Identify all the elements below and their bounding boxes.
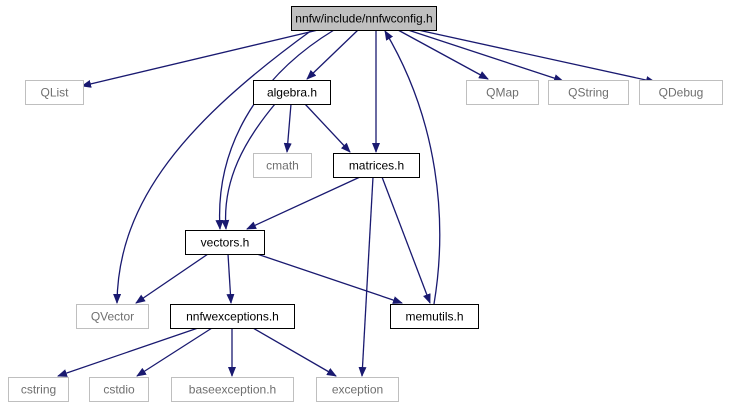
node-cstdio-label: cstdio [103,383,135,397]
node-qdebug-label: QDebug [659,86,704,100]
node-qdebug: QDebug [639,80,723,105]
node-memutils[interactable]: memutils.h [390,304,479,329]
edge-memutils-to-nnfwconfig [384,30,441,305]
node-nnfwexceptions-box [170,304,295,329]
node-nnfwconfig-box [291,6,437,31]
node-algebra[interactable]: algebra.h [253,80,331,105]
edge-nnfwexceptions-to-cstring [57,327,199,377]
node-algebra-box [253,80,331,105]
node-cstdio: cstdio [89,377,149,402]
node-vectors-label: vectors.h [201,236,250,250]
node-baseexception-label: baseexception.h [189,383,276,397]
node-memutils-box [390,304,479,329]
node-nnfwconfig[interactable]: nnfw/include/nnfwconfig.h [291,6,437,31]
node-qstring-box [548,80,629,105]
node-qstring-label: QString [568,86,609,100]
node-cstring-label: cstring [21,383,56,397]
node-qmap-label: QMap [486,86,519,100]
edge-nnfwconfig-to-algebra [306,29,359,80]
node-qvector: QVector [76,304,149,329]
edge-algebra-to-cmath [283,103,292,153]
node-qvector-label: QVector [91,310,134,324]
node-nnfwexceptions[interactable]: nnfwexceptions.h [170,304,295,329]
edge-nnfwconfig-to-vectors [215,29,335,230]
node-cmath-box [253,153,312,178]
edge-matrices-to-memutils [381,176,431,304]
node-qlist-label: QList [40,86,69,100]
node-cstdio-box [89,377,149,402]
node-exception-box [316,377,399,402]
node-algebra-label: algebra.h [267,86,317,100]
node-qvector-box [76,304,149,329]
node-cstring: cstring [8,377,69,402]
edge-vectors-to-qvector [135,253,209,304]
node-qlist: QList [25,80,84,105]
node-cmath: cmath [253,153,312,178]
edges-layer [57,29,656,377]
node-baseexception-box [171,377,294,402]
edge-nnfwconfig-to-qvector [113,29,313,304]
edge-nnfwconfig-to-qmap [397,29,489,80]
node-matrices-box [333,153,420,178]
edge-nnfwconfig-to-qstring [407,29,564,82]
node-nnfwconfig-label: nnfw/include/nnfwconfig.h [295,12,432,26]
edge-matrices-to-vectors [246,176,361,230]
edge-nnfwexceptions-to-exception [252,327,337,377]
node-qstring: QString [548,80,629,105]
node-cmath-label: cmath [266,159,299,173]
edge-algebra-to-matrices [304,103,351,153]
node-matrices[interactable]: matrices.h [333,153,420,178]
node-qmap-box [466,80,539,105]
node-qmap: QMap [466,80,539,105]
node-nnfwexceptions-label: nnfwexceptions.h [186,310,279,324]
node-exception: exception [316,377,399,402]
edge-nnfwconfig-to-qdebug [417,29,656,84]
edge-vectors-to-memutils [256,253,403,304]
edge-nnfwexceptions-to-cstdio [136,327,213,377]
node-baseexception: baseexception.h [171,377,294,402]
node-vectors-box [185,230,265,255]
node-qdebug-box [639,80,723,105]
node-cstring-box [8,377,69,402]
node-vectors[interactable]: vectors.h [185,230,265,255]
node-matrices-label: matrices.h [349,159,404,173]
edge-matrices-to-exception [358,176,374,377]
edge-vectors-to-nnfwexceptions [226,253,235,304]
node-memutils-label: memutils.h [405,310,463,324]
node-exception-label: exception [332,383,383,397]
edge-nnfwconfig-to-qlist [81,29,319,88]
edge-algebra-to-vectors [221,103,276,230]
node-qlist-box [25,80,84,105]
